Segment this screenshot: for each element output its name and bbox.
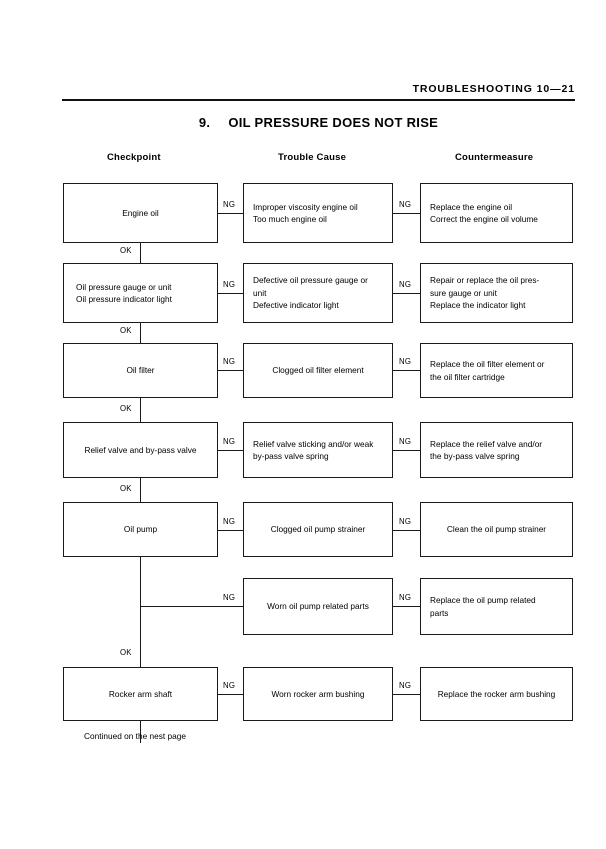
cause-box-4: Relief valve sticking and/or weak by-pas… — [243, 422, 393, 478]
ok-label-4: OK — [118, 484, 134, 493]
countermeasure-text-6: Replace the oil pump related parts — [430, 595, 536, 618]
ng-label-4a: NG — [221, 437, 238, 446]
cause-text-4: Relief valve sticking and/or weak by-pas… — [253, 438, 374, 462]
ng-label-6a: NG — [221, 593, 238, 602]
running-header: TROUBLESHOOTING 10—21 — [412, 83, 575, 95]
ng-label-3b: NG — [397, 357, 414, 366]
connector-ok-3 — [140, 398, 141, 422]
countermeasure-box-4: Replace the relief valve and/or the by-p… — [420, 422, 573, 478]
checkpoint-text-7: Rocker arm shaft — [108, 688, 173, 699]
ng-label-2a: NG — [221, 280, 238, 289]
countermeasure-box-6: Replace the oil pump related parts — [420, 578, 573, 635]
cause-text-7: Worn rocker arm bushing — [271, 688, 365, 699]
cause-box-5: Clogged oil pump strainer — [243, 502, 393, 557]
connector-ng-3b — [393, 370, 420, 371]
section-number: 9. — [198, 115, 211, 130]
ng-label-3a: NG — [221, 357, 238, 366]
ok-label-2: OK — [118, 326, 134, 335]
connector-ng-5b — [393, 530, 420, 531]
countermeasure-box-7: Replace the rocker arm bushing — [420, 667, 573, 721]
cause-box-6: Worn oil pump related parts — [243, 578, 393, 635]
cause-text-3: Clogged oil filter element — [272, 365, 364, 376]
connector-ng-7a — [218, 694, 243, 695]
connector-ng-6b — [393, 606, 420, 607]
connector-ok-1 — [140, 243, 141, 263]
page-title: 9. OIL PRESSURE DOES NOT RISE — [62, 115, 575, 130]
cause-text-6: Worn oil pump related parts — [267, 601, 369, 612]
checkpoint-box-4: Relief valve and by-pass valve — [63, 422, 218, 478]
countermeasure-text-3: Replace the oil filter element or the oi… — [430, 359, 545, 382]
countermeasure-text-7: Replace the rocker arm bushing — [437, 688, 556, 699]
ng-label-7a: NG — [221, 681, 238, 690]
cause-box-7: Worn rocker arm bushing — [243, 667, 393, 721]
connector-ng-2b — [393, 293, 420, 294]
countermeasure-text-1: Replace the engine oil Correct the engin… — [430, 201, 538, 225]
ok-label-3: OK — [118, 404, 134, 413]
cause-text-5: Clogged oil pump strainer — [270, 524, 366, 535]
countermeasure-box-2: Repair or replace the oil pres- sure gau… — [420, 263, 573, 323]
connector-ng-6a — [140, 606, 243, 607]
column-header-countermeasure: Countermeasure — [455, 152, 534, 163]
column-header-checkpoint: Checkpoint — [107, 152, 161, 163]
checkpoint-text-4: Relief valve and by-pass valve — [84, 444, 197, 455]
checkpoint-box-7: Rocker arm shaft — [63, 667, 218, 721]
ng-label-5b: NG — [397, 517, 414, 526]
cause-text-2: Defective oil pressure gauge or unit Def… — [253, 275, 368, 311]
connector-ng-7b — [393, 694, 420, 695]
checkpoint-text-3: Oil filter — [126, 365, 155, 376]
ng-label-5a: NG — [221, 517, 238, 526]
connector-ok-2 — [140, 323, 141, 343]
checkpoint-text-1: Engine oil — [122, 207, 159, 218]
checkpoint-text-2: Oil pressure gauge or unit Oil pressure … — [76, 281, 172, 305]
ng-label-1b: NG — [397, 200, 414, 209]
connector-ng-1a — [218, 213, 243, 214]
checkpoint-text-5: Oil pump — [123, 524, 158, 535]
connector-ng-1b — [393, 213, 420, 214]
connector-ng-5a — [218, 530, 243, 531]
checkpoint-box-1: Engine oil — [63, 183, 218, 243]
countermeasure-text-4: Replace the relief valve and/or the by-p… — [430, 438, 543, 462]
countermeasure-box-1: Replace the engine oil Correct the engin… — [420, 183, 573, 243]
connector-ng-3a — [218, 370, 243, 371]
ng-label-2b: NG — [397, 280, 414, 289]
ok-label-6: OK — [118, 648, 134, 657]
ng-label-6b: NG — [397, 593, 414, 602]
countermeasure-text-2: Repair or replace the oil pres- sure gau… — [430, 275, 540, 311]
cause-text-1: Improper viscosity engine oil Too much e… — [253, 201, 358, 225]
connector-trunk-oil-pump — [140, 557, 141, 667]
header-rule — [62, 99, 575, 102]
connector-ng-4a — [218, 450, 243, 451]
section-title-text: OIL PRESSURE DOES NOT RISE — [228, 115, 439, 130]
ng-label-7b: NG — [397, 681, 414, 690]
ng-label-1a: NG — [221, 200, 238, 209]
cause-box-1: Improper viscosity engine oil Too much e… — [243, 183, 393, 243]
checkpoint-box-3: Oil filter — [63, 343, 218, 398]
cause-box-3: Clogged oil filter element — [243, 343, 393, 398]
countermeasure-box-3: Replace the oil filter element or the oi… — [420, 343, 573, 398]
countermeasure-text-5: Clean the oil pump strainer — [446, 524, 547, 535]
continued-note: Continued on the nest page — [84, 731, 186, 741]
connector-ng-4b — [393, 450, 420, 451]
cause-box-2: Defective oil pressure gauge or unit Def… — [243, 263, 393, 323]
ok-label-1: OK — [118, 246, 134, 255]
ng-label-4b: NG — [397, 437, 414, 446]
connector-continued — [140, 721, 141, 743]
connector-ok-4 — [140, 478, 141, 502]
connector-ng-2a — [218, 293, 243, 294]
column-header-trouble-cause: Trouble Cause — [278, 152, 347, 163]
countermeasure-box-5: Clean the oil pump strainer — [420, 502, 573, 557]
checkpoint-box-2: Oil pressure gauge or unit Oil pressure … — [63, 263, 218, 323]
checkpoint-box-5: Oil pump — [63, 502, 218, 557]
